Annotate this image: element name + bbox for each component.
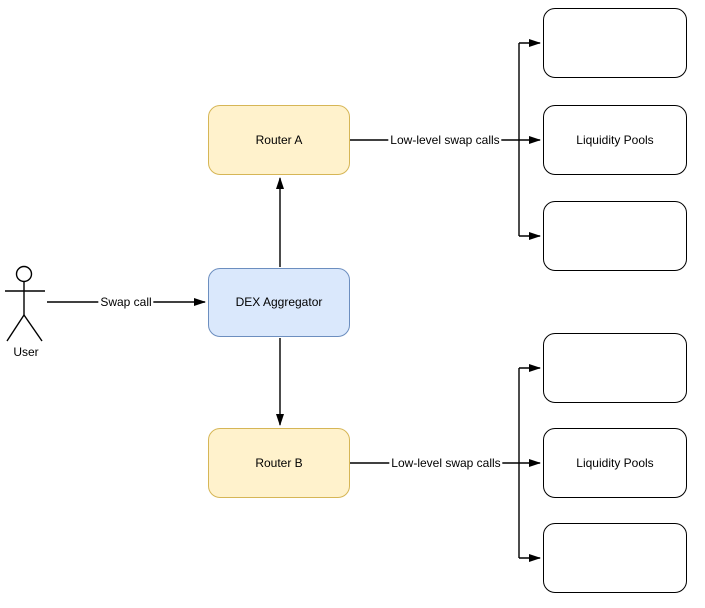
node-router-a: Router A bbox=[208, 105, 350, 175]
node-router-b: Router B bbox=[208, 428, 350, 498]
node-router-b-label: Router B bbox=[255, 455, 303, 470]
node-router-a-label: Router A bbox=[255, 132, 303, 147]
edge-label-swap-call: Swap call bbox=[98, 295, 154, 309]
liquidity-pools-top-label: Liquidity Pools bbox=[576, 132, 654, 147]
pool-box-top-3 bbox=[543, 201, 687, 271]
pool-box-top-1 bbox=[543, 8, 687, 78]
edge-label-low-level-bottom: Low-level swap calls bbox=[389, 456, 503, 470]
pool-box-bottom-3 bbox=[543, 523, 687, 593]
node-dex-aggregator-label: DEX Aggregator bbox=[235, 295, 323, 310]
pool-box-bottom-2: Liquidity Pools bbox=[543, 428, 687, 498]
user-label: User bbox=[13, 345, 39, 359]
user-actor-icon bbox=[5, 265, 45, 342]
pool-box-top-2: Liquidity Pools bbox=[543, 105, 687, 175]
edge-label-low-level-top: Low-level swap calls bbox=[388, 133, 502, 147]
pool-box-bottom-1 bbox=[543, 333, 687, 403]
liquidity-pools-bottom-label: Liquidity Pools bbox=[576, 455, 654, 470]
node-dex-aggregator: DEX Aggregator bbox=[208, 268, 350, 337]
